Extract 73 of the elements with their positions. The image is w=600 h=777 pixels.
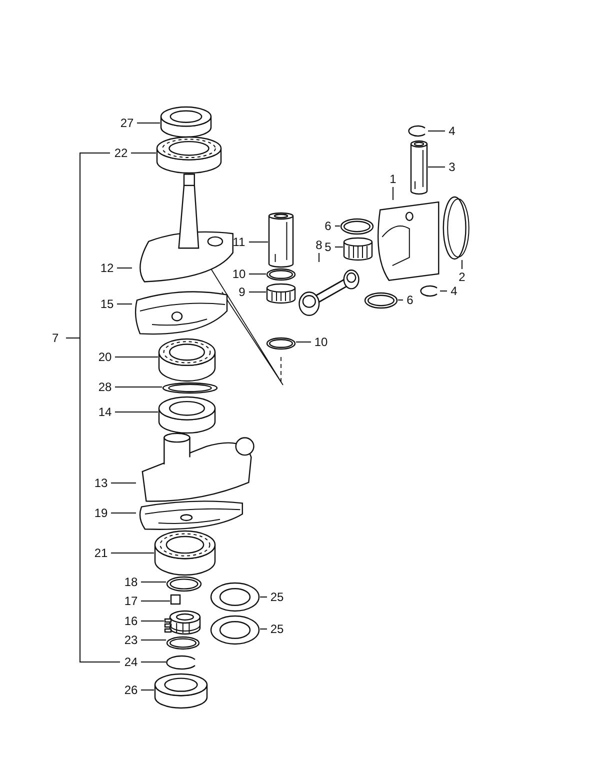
needle-drawing: [266, 283, 296, 304]
leader-line: [334, 246, 344, 248]
clip-drawing: [420, 285, 440, 297]
leader-line: [110, 552, 154, 554]
clip-drawing: [408, 125, 428, 137]
callout-number: 22: [112, 146, 130, 160]
rings-drawing: [442, 196, 470, 260]
ring-drawing: [166, 636, 200, 650]
bearing-drawing: [156, 136, 222, 174]
callout-number: 23: [122, 633, 140, 647]
ring-drawing: [266, 337, 296, 350]
callout-number: 2: [456, 270, 468, 284]
callout-number: 6: [322, 219, 334, 233]
seal-drawing: [154, 673, 208, 709]
callout-number: 24: [122, 655, 140, 669]
callout-number: 25: [268, 590, 286, 604]
washer-drawing: [210, 582, 260, 612]
leader-line: [114, 386, 162, 388]
callout-number: 25: [268, 622, 286, 636]
callout-number: 16: [122, 614, 140, 628]
bearing-drawing: [154, 530, 216, 576]
callout-number: 21: [92, 546, 110, 560]
callout-number: 7: [52, 331, 59, 345]
callout-number: 9: [236, 285, 248, 299]
ring-drawing: [364, 292, 398, 309]
callout-number: 6: [404, 293, 416, 307]
pin-drawing: [410, 140, 428, 195]
leader-line: [260, 628, 268, 630]
leader-line: [260, 596, 268, 598]
bearing-drawing: [158, 338, 216, 382]
callout-number: 3: [446, 160, 458, 174]
seal-drawing: [158, 396, 216, 434]
clip-drawing: [166, 655, 198, 670]
callout-number: 26: [122, 683, 140, 697]
pin-drawing: [268, 212, 294, 268]
ring-drawing: [266, 268, 296, 281]
leader-line: [130, 152, 156, 154]
ring-drawing: [340, 218, 374, 235]
leader-line: [140, 620, 164, 622]
callout-number: 18: [122, 575, 140, 589]
needle-drawing: [343, 237, 373, 261]
seal-drawing: [160, 106, 212, 138]
leader-line: [114, 356, 158, 358]
leader-line: [140, 600, 170, 602]
callout-number: 19: [92, 506, 110, 520]
callout-number: 8: [313, 238, 325, 252]
callout-number: 4: [448, 284, 460, 298]
callout-number: 10: [230, 267, 248, 281]
callout-number: 14: [96, 405, 114, 419]
callout-number: 12: [98, 261, 116, 275]
shim-drawing: [162, 382, 218, 394]
leader-line: [318, 252, 320, 262]
callout-number: 11: [230, 235, 248, 249]
callout-number: 17: [122, 594, 140, 608]
callout-number: 10: [312, 335, 330, 349]
box-shape: [170, 594, 181, 605]
callout-number: 20: [96, 350, 114, 364]
callout-number: 13: [92, 476, 110, 490]
leader-line: [110, 482, 136, 484]
callout-number: 5: [322, 240, 334, 254]
leader-line: [136, 122, 160, 124]
ring-drawing: [166, 576, 202, 592]
leader-line: [428, 166, 446, 168]
leader-line: [428, 130, 446, 132]
callout-number: 1: [387, 172, 399, 186]
callout-number: 15: [98, 297, 116, 311]
leader-line: [110, 512, 136, 514]
callout-number: 28: [96, 380, 114, 394]
leader-line: [392, 186, 394, 200]
callout-number: 4: [446, 124, 458, 138]
leader-line: [440, 290, 448, 292]
callout-number: 27: [118, 116, 136, 130]
washer-drawing: [210, 615, 260, 645]
